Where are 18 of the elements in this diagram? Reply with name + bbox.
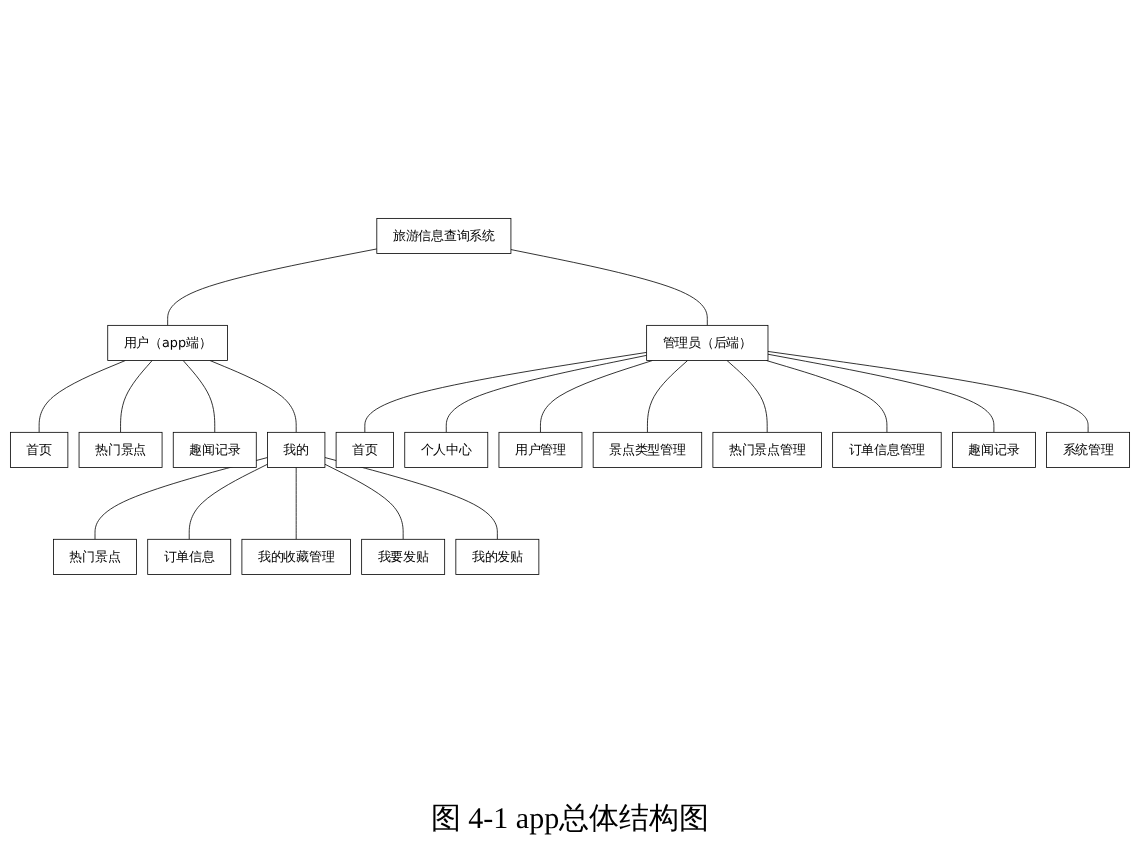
- connector: [120, 359, 153, 433]
- connector: [767, 353, 995, 433]
- connector: [38, 359, 126, 433]
- connector: [647, 359, 689, 433]
- connector: [188, 463, 268, 540]
- connector: [445, 354, 648, 433]
- caption: 图 4-1 app总体结构图: [430, 801, 710, 838]
- connector: [182, 359, 216, 433]
- connector: [765, 359, 888, 433]
- connector: [324, 463, 404, 540]
- connector: [209, 359, 297, 433]
- connector: [510, 248, 708, 326]
- connector: [767, 350, 1089, 433]
- connector: [540, 359, 653, 433]
- connector: [726, 359, 768, 433]
- connector: [295, 466, 297, 540]
- connector: [167, 248, 378, 326]
- connector: [364, 351, 648, 433]
